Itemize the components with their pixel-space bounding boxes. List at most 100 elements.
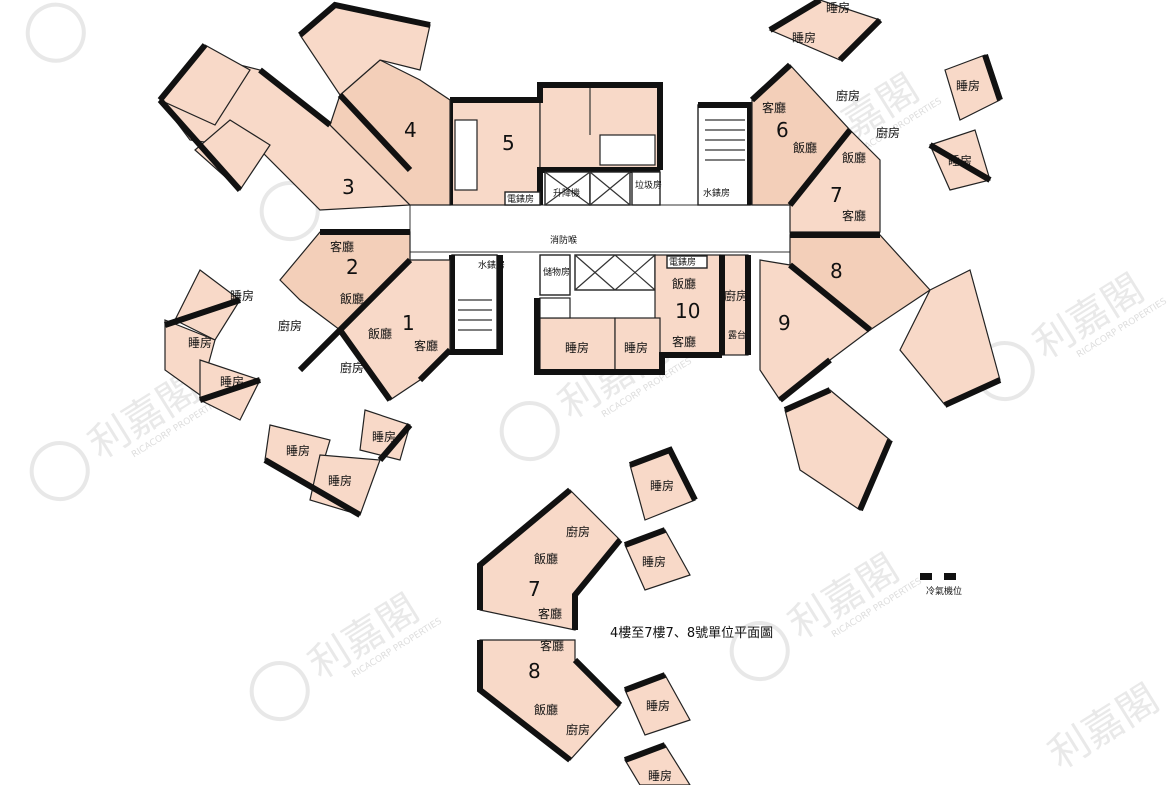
unit-2-kitchen-label: 廚房 bbox=[278, 318, 302, 333]
left-lower-wing: 2 客廳 飯廳 睡房 睡房 睡房 廚房 1 飯廳 客廳 廚房 睡房 睡房 睡房 bbox=[164, 229, 453, 518]
storage-label: 儲物房 bbox=[543, 266, 570, 278]
unit-1-bedroom bbox=[359, 409, 411, 461]
lower-core: 水錶房 儲物房 電錶房 10 飯廳 客廳 廚房 睡房 睡房 露台 bbox=[449, 254, 751, 375]
balcony-label: 露台 bbox=[728, 329, 746, 341]
unit-10-dining-label: 飯廳 bbox=[672, 276, 696, 291]
detail-plan: 7 睡房 廚房 睡房 飯廳 客廳 8 客廳 飯廳 睡房 廚房 睡房 bbox=[477, 446, 698, 785]
lower-stair-walls bbox=[449, 255, 503, 355]
watermark: 利嘉閣 RICACORP PROPERTIES bbox=[729, 546, 924, 682]
unit-2-living-label: 客廳 bbox=[330, 239, 354, 254]
left-upper-walls bbox=[157, 1, 431, 192]
upper-core: 5 電錶房 升降機 垃圾房 水錶房 bbox=[447, 82, 753, 206]
unit-9-bedrooms bbox=[784, 389, 891, 511]
right-upper-walls bbox=[749, 0, 1003, 207]
detail-unit-8-living-label: 客廳 bbox=[540, 638, 564, 653]
unit-4-number: 4 bbox=[404, 118, 417, 142]
unit-7-bedroom-label: 睡房 bbox=[948, 153, 972, 168]
unit-2-dining-label: 飯廳 bbox=[340, 291, 364, 306]
unit-10-kitchen-label: 廚房 bbox=[724, 288, 748, 303]
detail-walls bbox=[477, 446, 698, 763]
right-upper-wing: 6 客廳 飯廳 睡房 睡房 廚房 7 飯廳 客廳 睡房 睡房 廚房 bbox=[749, 0, 1003, 233]
detail-unit-7-bedroom-label: 睡房 bbox=[650, 478, 674, 493]
unit-6-number: 6 bbox=[776, 118, 789, 142]
unit-6-bedroom-label: 睡房 bbox=[826, 0, 850, 15]
detail-unit-7-living-label: 客廳 bbox=[538, 606, 562, 621]
lower-lifts bbox=[574, 254, 656, 291]
unit-2-number: 2 bbox=[346, 255, 359, 279]
detail-unit-7-number: 7 bbox=[528, 577, 541, 601]
unit-3-number: 3 bbox=[342, 175, 355, 199]
watermark-logo-icon bbox=[499, 401, 560, 462]
unit-7-bedroom-label: 睡房 bbox=[956, 78, 980, 93]
left-lower-walls bbox=[164, 229, 453, 518]
elec-room bbox=[504, 191, 541, 206]
watermark-logo-icon bbox=[249, 661, 310, 722]
unit-6-living bbox=[751, 64, 851, 206]
watermark: 利嘉閣 RICACORP PROPERTIES bbox=[974, 266, 1169, 402]
unit-7-dining-label: 飯廳 bbox=[842, 150, 866, 165]
unit-6-bedroom-label: 睡房 bbox=[792, 30, 816, 45]
unit-1-dining-label: 飯廳 bbox=[368, 326, 392, 341]
watermark-text: 利嘉閣 bbox=[1041, 676, 1167, 779]
elec-room bbox=[666, 255, 708, 269]
unit-2-bedroom-label: 睡房 bbox=[220, 374, 244, 389]
unit-10-bath bbox=[539, 297, 571, 319]
lift-label: 升降機 bbox=[553, 187, 580, 199]
watermark: 利嘉閣 RICACORP PROPERTIES bbox=[249, 586, 444, 722]
unit-7-living-label: 客廳 bbox=[842, 208, 866, 223]
unit-10-living bbox=[654, 254, 721, 356]
plan-title: 4樓至7樓7、8號單位平面圖 bbox=[610, 626, 773, 641]
right-lower-walls bbox=[778, 232, 1002, 512]
corridor bbox=[409, 204, 791, 253]
unit-1-living-label: 客廳 bbox=[414, 338, 438, 353]
detail-unit-7-dining-label: 飯廳 bbox=[534, 551, 558, 566]
legend: 冷氣機位 bbox=[920, 573, 968, 597]
unit-6-living-label: 客廳 bbox=[762, 100, 786, 115]
lift-cross bbox=[614, 254, 656, 291]
unit-1-bedroom-label: 睡房 bbox=[328, 473, 352, 488]
refuse-room bbox=[631, 171, 661, 206]
unit-1-bedroom-label: 睡房 bbox=[372, 429, 396, 444]
ac-platform-swatch-gap bbox=[932, 573, 944, 580]
watermark-logo-icon bbox=[729, 621, 790, 682]
unit-10-bedroom-label: 睡房 bbox=[565, 340, 589, 355]
detail-unit-7-bedroom-label: 睡房 bbox=[642, 554, 666, 569]
water-meter-label: 水錶房 bbox=[703, 187, 730, 199]
unit-7-kitchen-label: 廚房 bbox=[876, 125, 900, 140]
refuse-room-label: 垃圾房 bbox=[635, 179, 662, 191]
watermark: 利嘉閣 bbox=[1041, 676, 1167, 779]
detail-unit-8-number: 8 bbox=[528, 659, 541, 683]
central-corridor: 消防喉 bbox=[409, 204, 791, 253]
unit-10-walls bbox=[534, 255, 751, 375]
unit-10-bedroom bbox=[539, 317, 616, 371]
unit-2-bedroom-label: 睡房 bbox=[230, 288, 254, 303]
fire-hose-label: 消防喉 bbox=[550, 234, 577, 246]
unit-6-bedroom bbox=[768, 0, 882, 61]
unit-9-number: 9 bbox=[778, 311, 791, 335]
lift-cross bbox=[574, 254, 616, 291]
watermark bbox=[25, 2, 86, 63]
unit-1-bedroom-label: 睡房 bbox=[286, 443, 310, 458]
unit-10-number: 10 bbox=[675, 299, 700, 323]
unit-6-dining-label: 飯廳 bbox=[793, 140, 817, 155]
elec-room-label: 電錶房 bbox=[507, 193, 534, 205]
unit-1-number: 1 bbox=[402, 311, 415, 335]
detail-unit-7-kitchen-label: 廚房 bbox=[566, 524, 590, 539]
detail-unit-8-kitchen-label: 廚房 bbox=[566, 722, 590, 737]
right-lower-wing: 8 9 bbox=[759, 232, 1002, 512]
lift-cross bbox=[589, 171, 631, 206]
detail-unit-8-bedroom-label: 睡房 bbox=[648, 768, 672, 783]
watermark-logo-icon bbox=[25, 2, 86, 63]
unit-2-bedroom-label: 睡房 bbox=[188, 335, 212, 350]
detail-unit-8-dining-label: 飯廳 bbox=[534, 702, 558, 717]
left-upper-wing: 3 4 bbox=[157, 1, 451, 211]
unit-8-number: 8 bbox=[830, 259, 843, 283]
ac-platform-swatch-gap bbox=[956, 573, 968, 580]
unit-10-living-label: 客廳 bbox=[672, 334, 696, 349]
unit-10-bedroom bbox=[614, 317, 661, 371]
unit-1-kitchen-label: 廚房 bbox=[340, 360, 364, 375]
unit-7-number: 7 bbox=[830, 183, 843, 207]
legend-label: 冷氣機位 bbox=[926, 585, 962, 597]
unit-5-bath bbox=[599, 134, 656, 166]
